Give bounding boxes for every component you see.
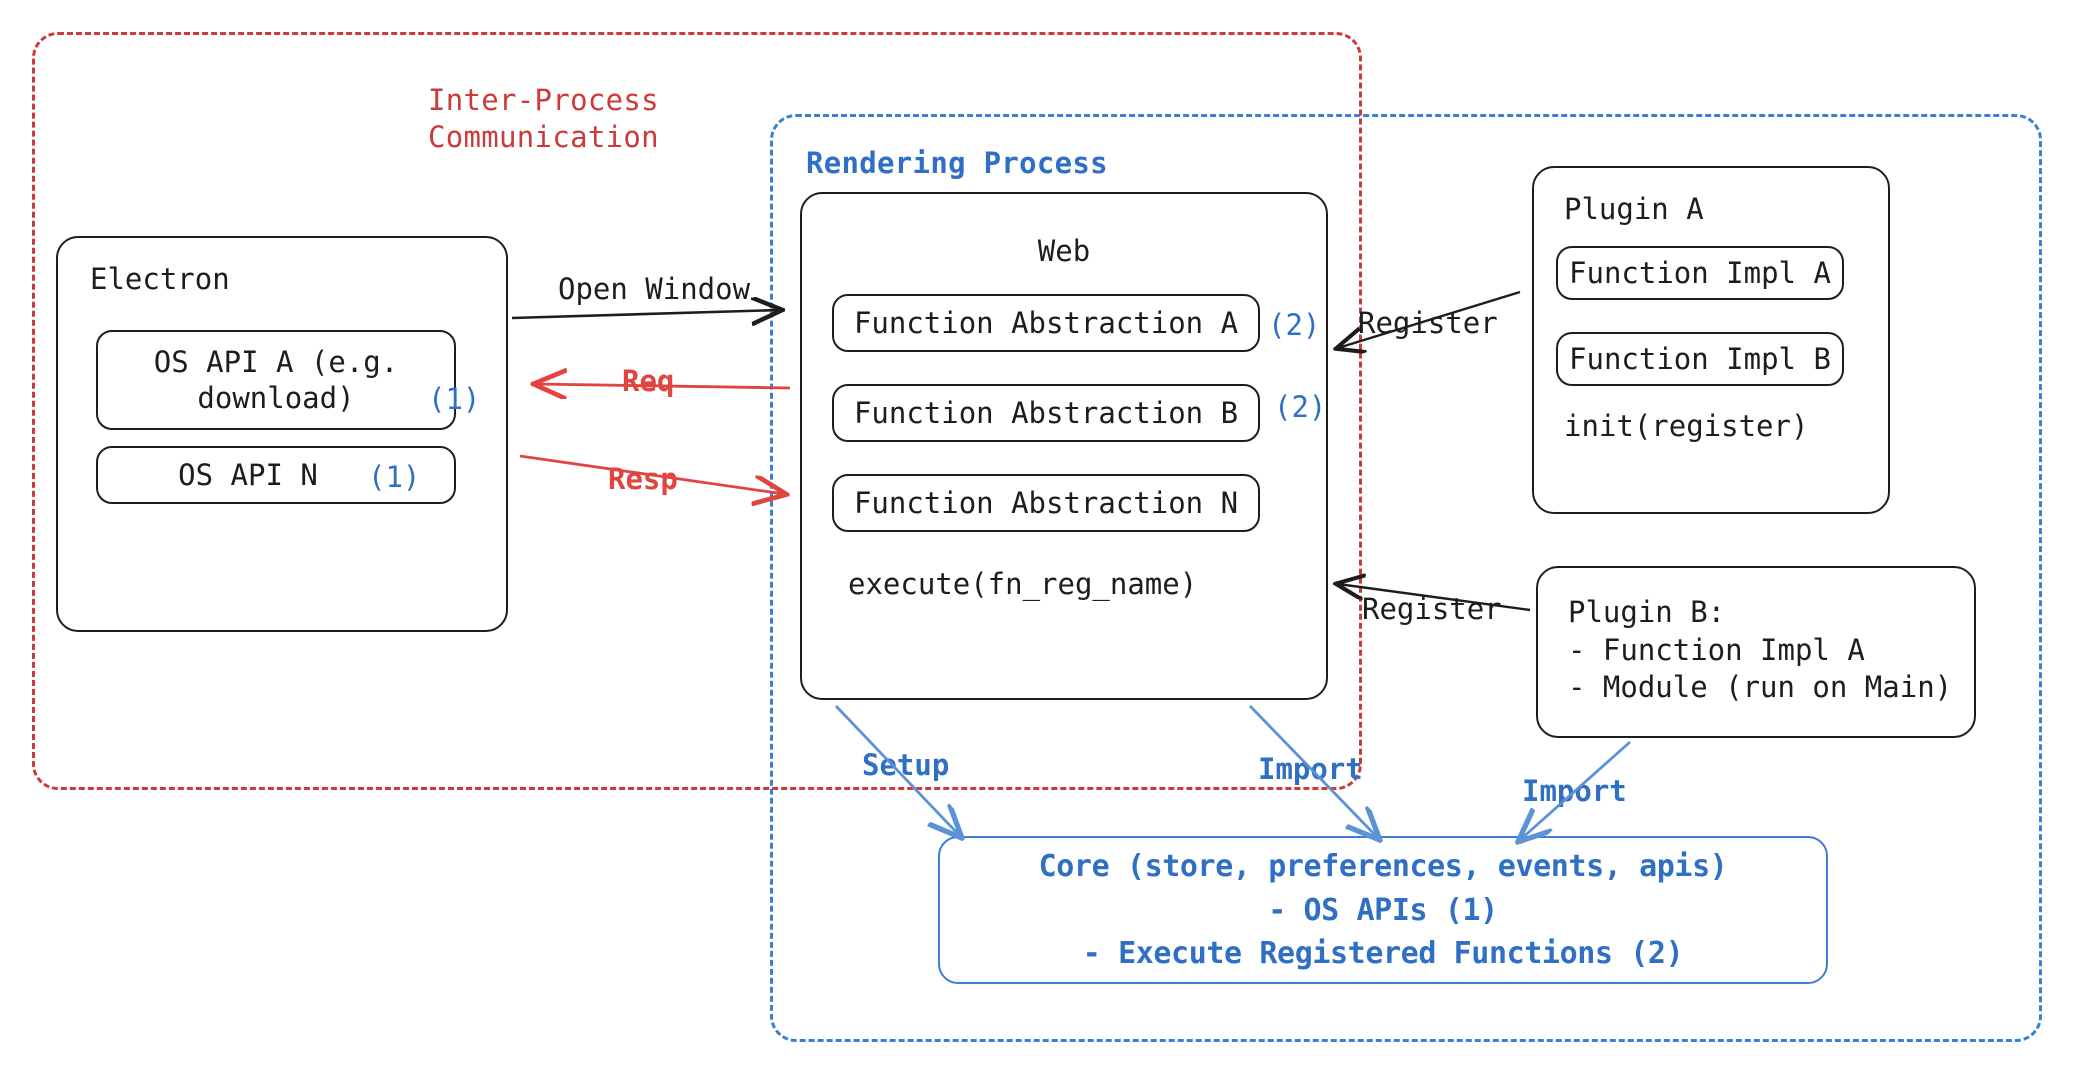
os-api-a-badge: (1) [428, 382, 481, 416]
function-abstraction-n-label: Function Abstraction N [853, 485, 1239, 520]
ipc-region-label: Inter-Process Communication [428, 83, 659, 155]
web-title: Web [1037, 234, 1091, 268]
register-plugin-b-label: Register [1362, 592, 1502, 626]
plugin-b-lines: Plugin B: - Function Impl A - Module (ru… [1568, 595, 1953, 705]
function-impl-b-label: Function Impl B [1569, 341, 1831, 376]
setup-label: Setup [862, 748, 950, 782]
function-abstraction-b-box: Function Abstraction B [832, 384, 1260, 442]
os-api-n-box: OS API N [96, 446, 456, 504]
os-api-n-label: OS API N [178, 457, 318, 492]
electron-title: Electron [90, 262, 230, 296]
rendering-process-region [770, 114, 2042, 1042]
function-impl-a-label: Function Impl A [1569, 255, 1831, 290]
function-abstraction-a-badge: (2) [1268, 308, 1321, 342]
plugin-b-box: Plugin B: - Function Impl A - Module (ru… [1536, 566, 1976, 738]
function-impl-b-box: Function Impl B [1556, 332, 1844, 386]
function-abstraction-a-box: Function Abstraction A [832, 294, 1260, 352]
import-web-label: Import [1258, 752, 1363, 786]
core-lines: Core (store, preferences, events, apis) … [1038, 848, 1728, 971]
os-api-a-label: OS API A (e.g. download) [153, 344, 399, 415]
web-box: Web Function Abstraction A (2) Function … [800, 192, 1328, 700]
os-api-a-box: OS API A (e.g. download) [96, 330, 456, 430]
function-impl-a-box: Function Impl A [1556, 246, 1844, 300]
web-execute-label: execute(fn_reg_name) [848, 567, 1198, 601]
plugin-a-box: Plugin A Function Impl A Function Impl B… [1532, 166, 1890, 514]
ipc-region [32, 32, 1362, 790]
register-plugin-a-label: Register [1358, 306, 1498, 340]
open-window-label: Open Window [558, 272, 751, 306]
function-abstraction-n-box: Function Abstraction N [832, 474, 1260, 532]
function-abstraction-b-label: Function Abstraction B [853, 395, 1239, 430]
rendering-process-label: Rendering Process [806, 146, 1108, 180]
plugin-a-init-label: init(register) [1564, 409, 1809, 443]
plugin-a-title: Plugin A [1564, 192, 1704, 226]
os-api-n-badge: (1) [368, 460, 421, 494]
function-abstraction-a-label: Function Abstraction A [853, 305, 1239, 340]
electron-box: Electron OS API A (e.g. download) (1) OS… [56, 236, 508, 632]
import-plugin-label: Import [1522, 774, 1627, 808]
resp-label: Resp [608, 462, 678, 496]
req-label: Req [622, 364, 675, 398]
function-abstraction-b-badge: (2) [1274, 390, 1327, 424]
core-box: Core (store, preferences, events, apis) … [938, 836, 1828, 984]
